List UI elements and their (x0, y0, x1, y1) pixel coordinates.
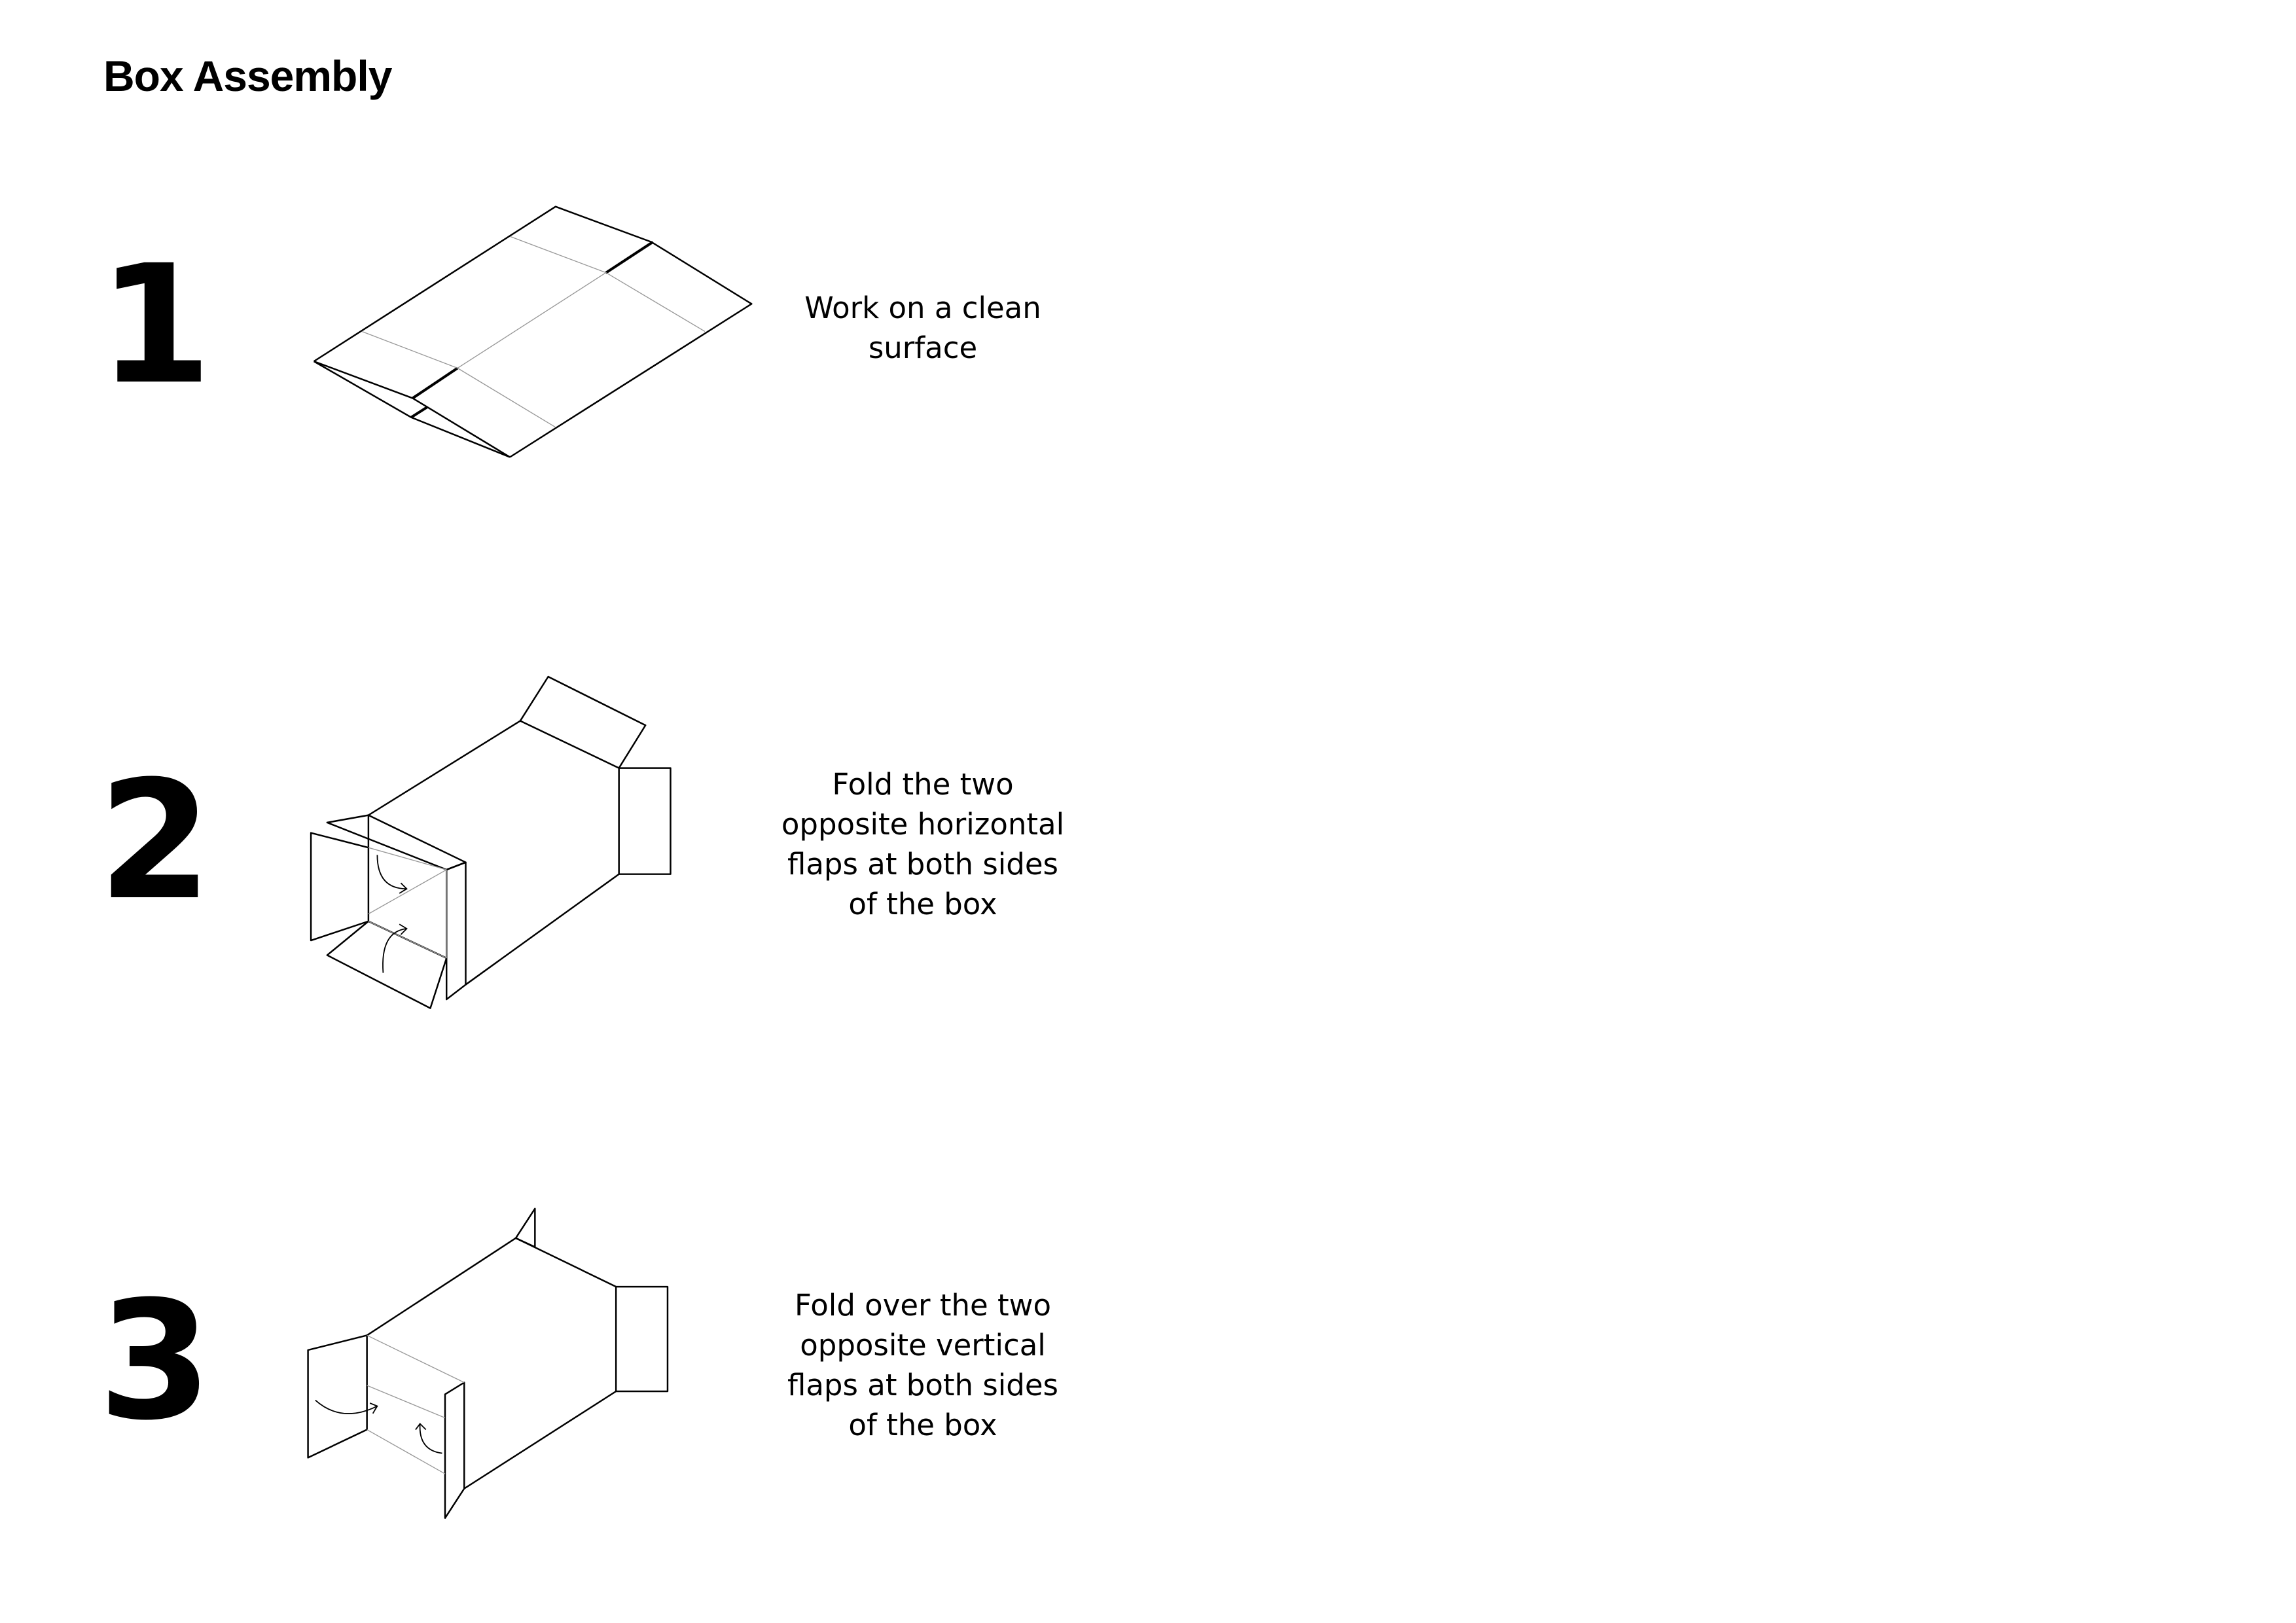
step-2-number: 2 (98, 745, 212, 936)
page-title: Box Assembly (103, 52, 392, 100)
step-1-line: Work on a clean (804, 291, 1041, 325)
step-3-line: of the box (848, 1408, 997, 1442)
step-2-line: of the box (848, 887, 997, 921)
step-2-description: Fold the two opposite horizontal flaps a… (726, 764, 1119, 924)
step-1-line: surface (868, 330, 978, 365)
box-step-2-illustration (310, 675, 672, 1009)
box-step-3-illustration (307, 1207, 669, 1519)
step-3-line: opposite vertical (800, 1328, 1046, 1363)
step-1-number: 1 (98, 230, 212, 420)
step-3-line: Fold over the two (795, 1288, 1051, 1323)
step-2-line: opposite horizontal (781, 807, 1065, 842)
step-3-description: Fold over the two opposite vertical flap… (726, 1285, 1119, 1445)
flat-box-illustration (313, 205, 753, 458)
step-2-line: Fold the two (832, 767, 1014, 802)
step-3-line: flaps at both sides (787, 1368, 1058, 1402)
step-1-description: Work on a clean surface (726, 288, 1119, 368)
step-3-number: 3 (98, 1266, 212, 1456)
step-2-line: flaps at both sides (787, 847, 1058, 882)
